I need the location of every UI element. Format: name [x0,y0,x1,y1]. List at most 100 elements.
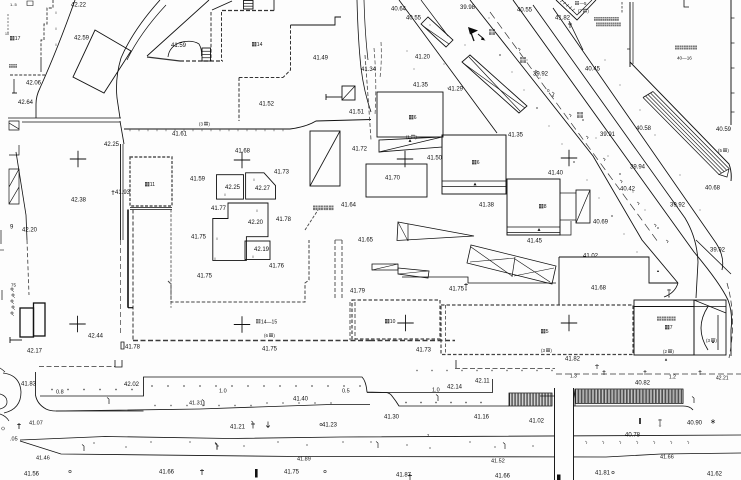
svg-text:41.70: 41.70 [385,176,401,182]
svg-text:40.82: 40.82 [635,381,651,387]
svg-text:41.82: 41.82 [565,357,581,363]
svg-text:42.02: 42.02 [124,382,140,388]
svg-text:41.61: 41.61 [172,132,188,138]
svg-text:41.30: 41.30 [384,415,400,421]
svg-text:42.25: 42.25 [104,142,120,148]
svg-text:75: 75 [11,283,17,288]
svg-text:41.62: 41.62 [707,472,723,478]
svg-text:II: II [224,193,226,197]
svg-text:41.02: 41.02 [529,419,545,425]
svg-text:14: 14 [257,42,263,48]
svg-text:42.44: 42.44 [88,334,104,340]
svg-text:42.38: 42.38 [71,198,87,204]
svg-text:II: II [253,178,255,182]
svg-text:41.46: 41.46 [36,456,50,462]
svg-text:): ) [727,148,729,153]
svg-text:II: II [55,11,57,15]
svg-text:(3: (3 [199,121,203,126]
svg-text:42.06: 42.06 [26,81,42,87]
svg-text:41.73: 41.73 [274,170,290,176]
svg-text:41.72: 41.72 [352,147,368,153]
svg-text:1.0: 1.0 [219,389,227,395]
svg-text:41.66: 41.66 [159,470,175,476]
svg-text:41.38: 41.38 [479,203,495,209]
svg-text:42.20: 42.20 [248,220,264,226]
svg-text:41.65: 41.65 [358,238,374,244]
svg-text:0.8: 0.8 [56,390,64,396]
svg-text:II: II [55,43,57,47]
svg-text:40—16: 40—16 [677,56,692,61]
svg-text:41.45: 41.45 [527,239,543,245]
svg-text:40.45: 40.45 [585,67,601,73]
svg-text:II: II [55,27,57,31]
svg-text:41.66: 41.66 [660,455,674,461]
svg-text:): ) [587,8,589,13]
svg-text:41.83: 41.83 [21,382,37,388]
svg-text:40.42: 40.42 [620,187,636,193]
svg-text:10: 10 [390,319,396,325]
svg-text:41.75: 41.75 [449,287,465,293]
svg-text:(7: (7 [578,8,582,13]
svg-text:41.34: 41.34 [361,67,377,73]
svg-text:39.98: 39.98 [460,5,476,11]
svg-text:(2: (2 [663,349,667,354]
svg-text:41.66: 41.66 [495,474,511,480]
svg-text:17: 17 [15,36,21,42]
svg-text:7: 7 [670,325,673,331]
svg-text:41.79: 41.79 [350,289,366,295]
svg-text:41.50: 41.50 [427,156,443,162]
svg-text:41.02: 41.02 [583,254,599,260]
svg-text:41.40: 41.40 [293,397,309,403]
svg-text:41.75: 41.75 [197,274,213,280]
svg-text:(3: (3 [706,338,710,343]
svg-text:40.55: 40.55 [406,16,422,22]
svg-text:0.5: 0.5 [342,389,350,395]
svg-text:II: II [216,237,218,241]
svg-text:41.87: 41.87 [396,473,412,479]
svg-text:41.78: 41.78 [276,217,292,223]
svg-text:41.75: 41.75 [262,347,278,353]
svg-text:41.16: 41.16 [474,415,490,421]
svg-text:II: II [256,209,258,213]
svg-text:41.07: 41.07 [29,421,43,427]
svg-text:42.11: 42.11 [475,379,490,385]
svg-text:41.49: 41.49 [313,56,329,62]
svg-text:5: 5 [546,329,549,335]
svg-text:41.68: 41.68 [591,286,607,292]
svg-text:40.68: 40.68 [705,186,721,192]
svg-text:40.64: 40.64 [391,7,407,13]
svg-text:41.59: 41.59 [171,43,187,49]
svg-text:1.0: 1.0 [432,388,440,394]
svg-text:40.78: 40.78 [625,433,641,439]
svg-text:41.35: 41.35 [413,83,429,89]
svg-text:1..5: 1..5 [10,2,17,7]
svg-text:II: II [252,255,254,259]
svg-text:41.64: 41.64 [341,203,357,209]
svg-text:0: 0 [547,88,550,93]
svg-text:): ) [672,349,674,354]
svg-text:39.92: 39.92 [670,203,686,209]
svg-text:39.92: 39.92 [710,248,726,254]
svg-text:41.93: 41.93 [115,190,131,196]
svg-text:41.40: 41.40 [548,171,564,177]
svg-text:41.77: 41.77 [211,206,227,212]
svg-text:(5: (5 [718,148,722,153]
svg-text:42.14: 42.14 [447,385,463,391]
svg-text:42.21: 42.21 [716,376,729,382]
svg-text:41.20: 41.20 [415,55,431,61]
svg-text:1.3: 1.3 [570,374,577,380]
svg-text:—5: —5 [580,1,587,6]
svg-text:41.21: 41.21 [230,425,246,431]
svg-text:42.64: 42.64 [18,100,34,106]
svg-text:41.52: 41.52 [259,102,275,108]
svg-text:41.73: 41.73 [416,348,432,354]
svg-text:.05: .05 [10,437,18,443]
svg-text:6: 6 [414,115,417,121]
svg-text:41.75: 41.75 [284,470,300,476]
svg-text:10: 10 [5,32,9,36]
svg-text:8: 8 [544,204,547,210]
svg-text:42.59: 42.59 [74,36,90,42]
svg-text:): ) [415,134,417,139]
svg-text:1.2: 1.2 [669,375,676,381]
svg-text:41.68: 41.68 [235,149,251,155]
